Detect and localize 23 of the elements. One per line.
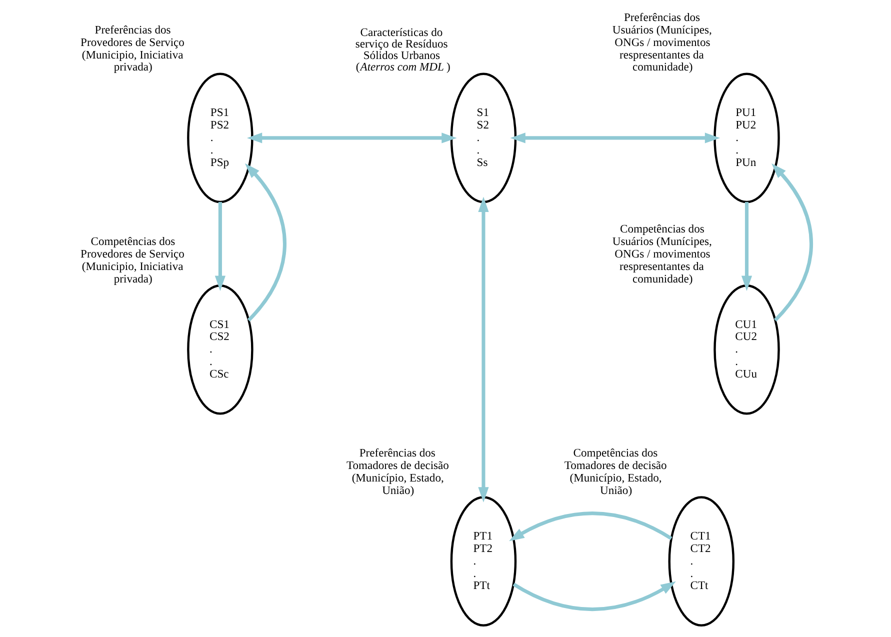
arrow [740, 202, 752, 291]
node-ellipse: S1 S2 . . Ss [450, 72, 516, 204]
node-ellipse: PS1 PS2 . . PSp [186, 72, 253, 204]
node-ellipse: PT1 PT2 . . PTt [450, 496, 516, 626]
arrow [770, 163, 812, 322]
arrow [246, 132, 456, 144]
node-label: Características do serviço de Resíduos Sólidos Urbanos (Aterros com MDL) [354, 26, 450, 74]
node-label: Competências dos Provedores de Serviço (Municipio, Iniciativa privada) [80, 235, 184, 286]
node-label: Competências dos Usuários (Munícipes, ONGs / movimentos respresentantes da comunidade) [612, 222, 712, 286]
node-label: Preferências dos Tomadores de decisão (Município, Estado, União) [346, 446, 448, 498]
arrow [214, 202, 225, 291]
node-ellipse: CT1 CT2 . . CTt [668, 496, 734, 626]
arrow [510, 132, 720, 144]
arrow [244, 163, 286, 322]
node-label: Competências dos Tomadores de decisão (Município, Estado, União) [564, 446, 666, 498]
node-ellipse: CS1 CS2 . . CSc [186, 284, 253, 415]
arrow [478, 196, 488, 502]
arrow [508, 512, 672, 542]
node-label: Preferências dos Provedores de Serviço (Municipio, Iniciativa privada) [80, 23, 184, 74]
node-label: Preferências dos Usuários (Munícipes, ONGs / movimentos respresentantes da comunidade) [612, 10, 712, 74]
arrow [512, 581, 676, 612]
node-ellipse: PU1 PU2 . . PUn [713, 72, 780, 204]
node-ellipse: CU1 CU2 . . CUu [713, 284, 780, 415]
